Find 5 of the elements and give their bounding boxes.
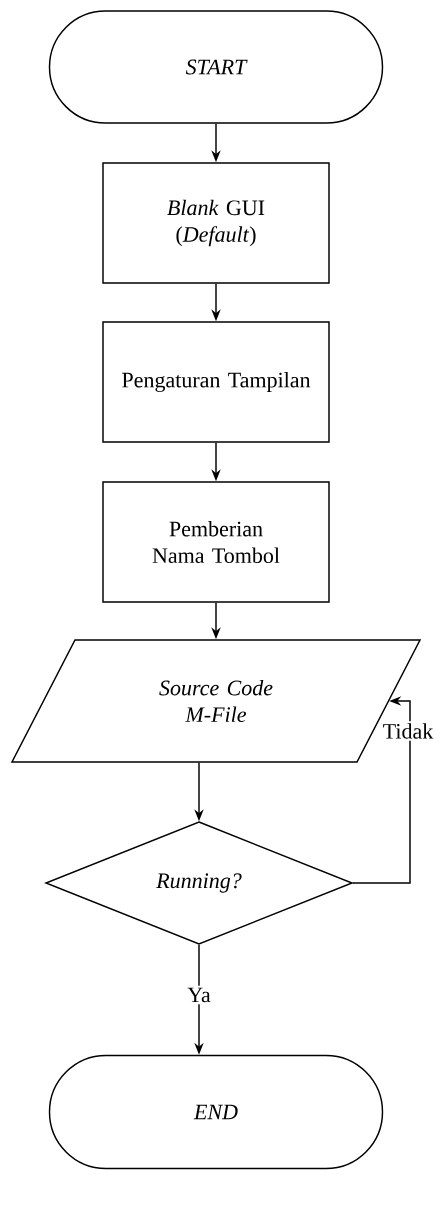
edge-label: Tidak bbox=[380, 721, 436, 741]
process-box: Pengaturan Tampilan bbox=[102, 321, 330, 443]
process-box: Blank GUI (Default) bbox=[102, 162, 330, 284]
edge-label: Ya bbox=[185, 985, 213, 1005]
process-box: Pemberian Nama Tombol bbox=[102, 481, 330, 603]
